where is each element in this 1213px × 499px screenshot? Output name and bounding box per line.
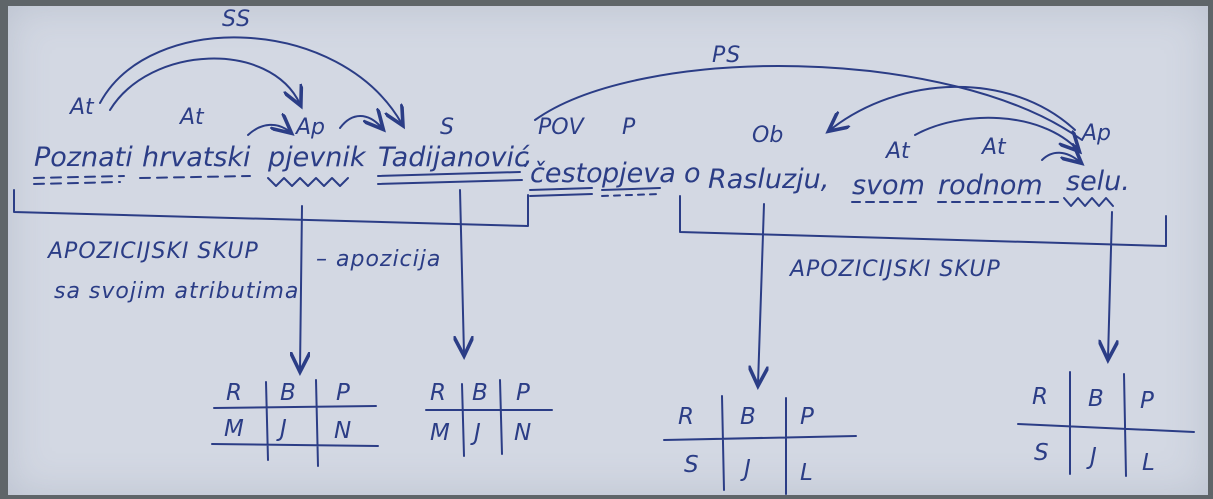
word-tadijanovic: Tadijanović <box>378 142 530 173</box>
word-rasluzju: Rasluzju, <box>708 164 829 195</box>
label-pov: POV <box>538 115 586 140</box>
caption-left-suffix: – apozicija <box>316 247 441 272</box>
rbp-table-1: R B P M J N <box>211 379 379 467</box>
svg-text:R: R <box>1032 384 1048 410</box>
caption-left-subtitle: sa svojim atributima <box>54 279 299 304</box>
word-cesto: često <box>530 158 603 189</box>
svg-text:B: B <box>1088 386 1104 412</box>
svg-text:B: B <box>280 380 296 406</box>
svg-text:L: L <box>1142 450 1155 476</box>
underlines <box>33 171 1114 207</box>
label-ap-1: Ap <box>294 115 325 140</box>
ss-arc-outer <box>99 36 402 124</box>
caption-right-title: APOZICIJSKI SKUP <box>788 257 1001 282</box>
word-pjeva: pjeva <box>601 158 676 189</box>
bracket-left <box>13 189 529 227</box>
svg-text:N: N <box>514 420 531 446</box>
word-svom: svom <box>852 170 925 201</box>
word-o: o <box>684 158 701 189</box>
label-ob: Ob <box>752 123 783 148</box>
ps-arc <box>534 65 1083 141</box>
sentence-comma: , <box>524 140 533 171</box>
ap2-to-at-arc <box>914 116 1078 150</box>
svg-text:P: P <box>516 380 530 406</box>
caption-left-title: APOZICIJSKI SKUP <box>46 239 259 264</box>
svg-text:J: J <box>740 456 751 482</box>
rbp-table-3: R B P S J L <box>663 395 857 495</box>
label-at-3: At <box>884 139 911 164</box>
ss-arc-inner <box>109 57 300 111</box>
drop-line-selu <box>1108 211 1112 358</box>
svg-text:N: N <box>334 418 351 444</box>
drop-line-tadijanovic <box>460 189 464 354</box>
word-hrvatski: hrvatski <box>142 142 251 173</box>
svg-text:J: J <box>470 420 481 446</box>
svg-text:R: R <box>226 380 242 406</box>
label-at-2: At <box>178 105 205 130</box>
word-pjevnik: pjevnik <box>267 142 367 173</box>
drop-line-pjevnik <box>300 205 302 370</box>
svg-text:S: S <box>1034 440 1049 466</box>
label-ss: SS <box>222 7 251 32</box>
svg-text:J: J <box>1086 444 1097 470</box>
svg-text:M: M <box>224 416 244 442</box>
word-selu: selu. <box>1066 166 1130 197</box>
label-at-4: At <box>980 135 1007 160</box>
label-ap-2: Ap <box>1080 121 1111 146</box>
word-rodnom: rodnom <box>938 170 1043 201</box>
ap2-to-ob-arc <box>830 85 1076 130</box>
rbp-table-2: R B P M J N <box>425 379 553 457</box>
drop-line-rasluzju <box>758 203 764 384</box>
label-ps: PS <box>712 43 741 68</box>
at2-to-ap1-arrow <box>247 125 290 136</box>
svg-text:P: P <box>336 380 350 406</box>
rbp-table-4: R B P S J L <box>1017 371 1195 477</box>
svg-text:R: R <box>678 404 694 430</box>
svg-text:B: B <box>472 380 488 406</box>
svg-text:L: L <box>800 460 813 486</box>
label-s: S <box>440 115 454 140</box>
label-p: P <box>622 115 636 140</box>
label-at-1: At <box>68 95 95 120</box>
bracket-right <box>679 195 1167 247</box>
svg-text:J: J <box>276 416 287 442</box>
svg-text:M: M <box>430 420 450 446</box>
svg-text:R: R <box>430 380 446 406</box>
svg-text:B: B <box>740 404 756 430</box>
ap2-small-arrow <box>1041 153 1080 162</box>
svg-text:P: P <box>800 404 814 430</box>
word-poznati: Poznati <box>34 142 133 173</box>
ap1-to-s-arrow <box>339 116 382 128</box>
svg-text:S: S <box>684 452 699 478</box>
svg-text:P: P <box>1140 388 1154 414</box>
